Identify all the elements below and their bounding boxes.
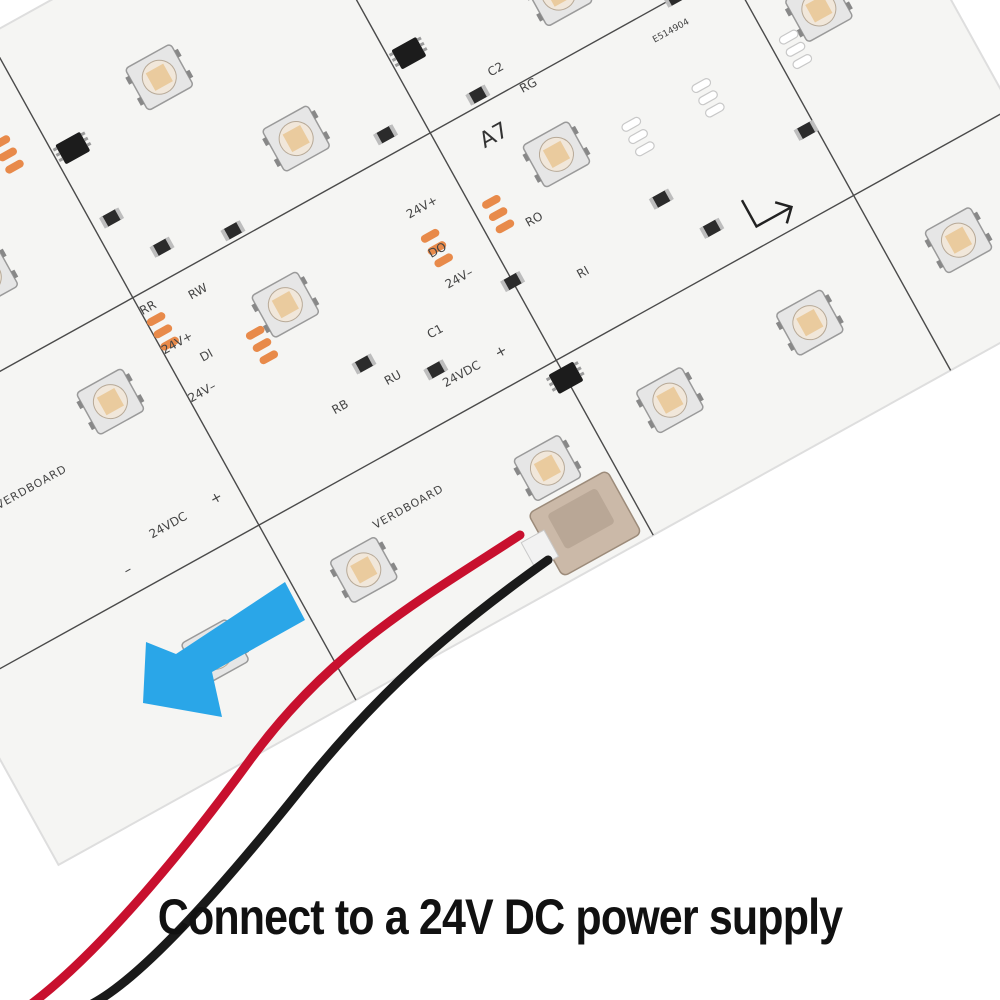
cell-grid [0, 0, 1000, 701]
direction-arrow-icon [143, 582, 305, 717]
label-c1: C1 [425, 321, 446, 341]
black-wire [89, 555, 553, 1000]
led-panel-board: 24V+ 24V– DI RW RR 24V+ DO 24V– RB RU C1… [0, 0, 1000, 867]
label-di: DI [197, 346, 215, 364]
red-wire [29, 530, 525, 1000]
power-wires [29, 530, 553, 1000]
label-c2: C2 [485, 59, 506, 79]
label-ri: RI [574, 263, 591, 281]
caption-text: Connect to a 24V DC power supply [157, 889, 843, 945]
board-flow-arrows [740, 199, 794, 229]
jst-connector [520, 471, 641, 576]
